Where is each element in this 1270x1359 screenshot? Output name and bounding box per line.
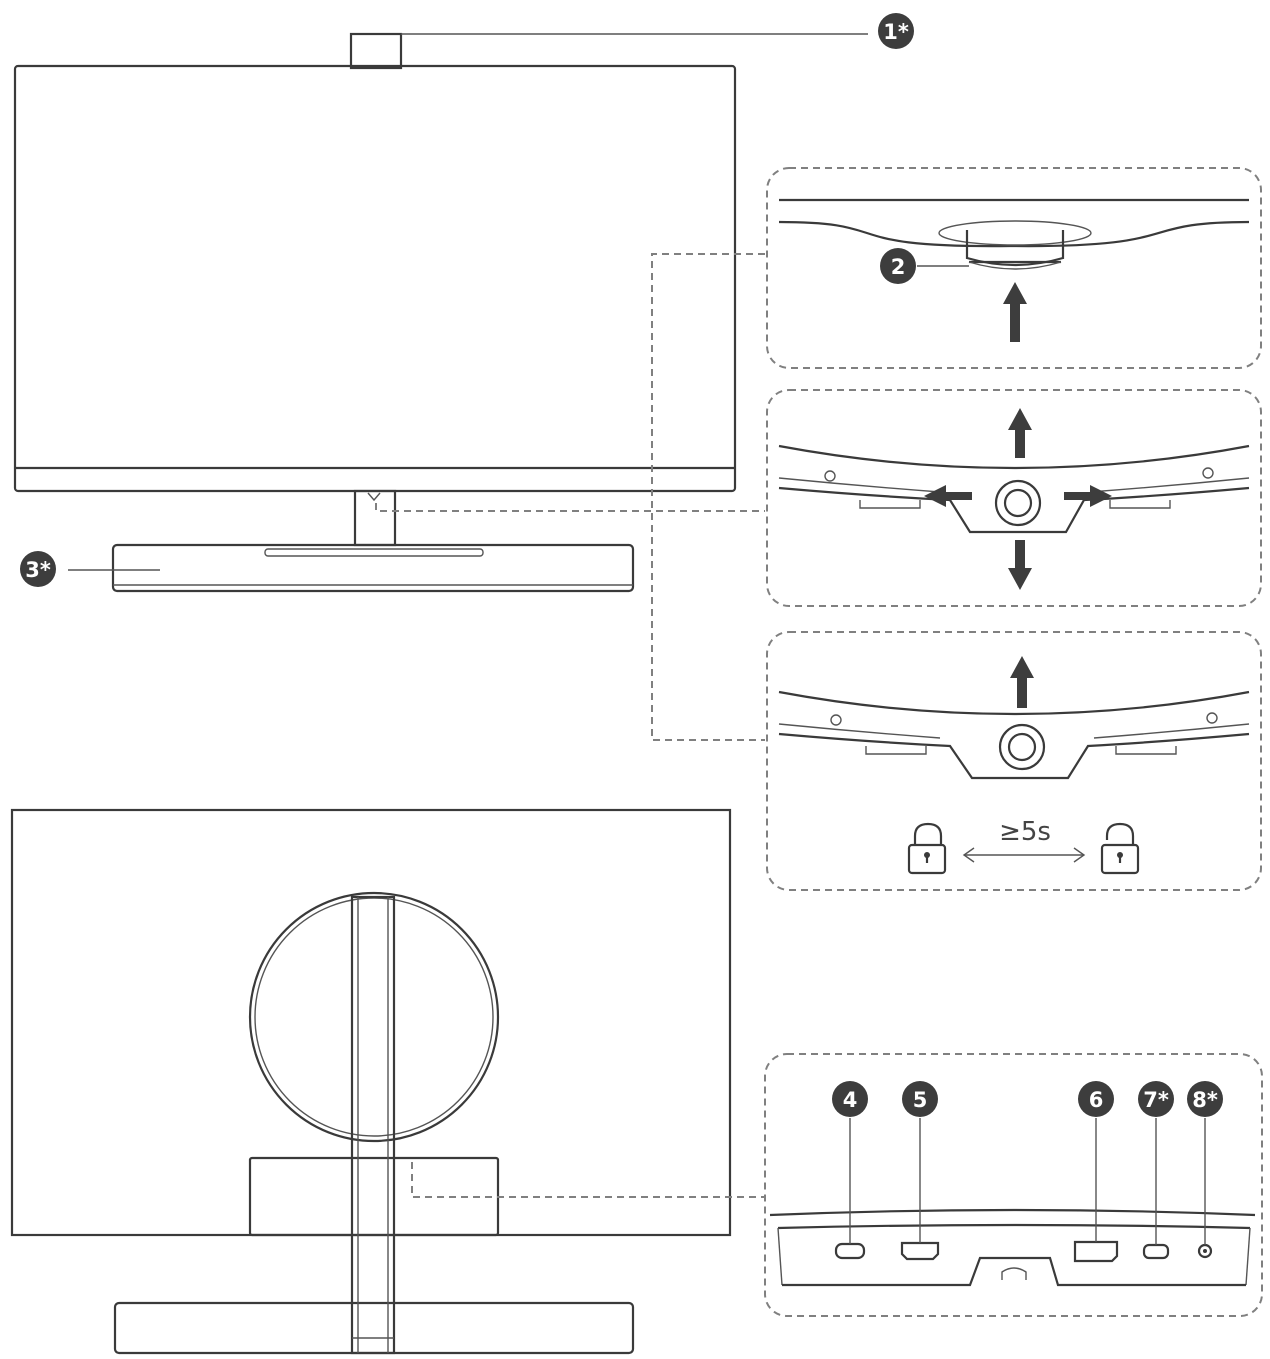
back-screen bbox=[10, 808, 732, 1237]
usb-c-port bbox=[834, 1242, 866, 1260]
detail-joystick-directions bbox=[766, 389, 1262, 607]
detail-camera bbox=[766, 167, 1262, 369]
front-view bbox=[13, 32, 868, 593]
usb-c-port-2 bbox=[1142, 1243, 1170, 1260]
back-ring bbox=[248, 891, 500, 1143]
callout-3: 3* bbox=[20, 551, 56, 587]
leader-joystick bbox=[375, 503, 765, 512]
back-view bbox=[10, 808, 732, 1355]
hold-duration-label: ≥5s bbox=[999, 817, 1051, 847]
unlock-icon bbox=[1100, 822, 1140, 875]
svg-text:8*: 8* bbox=[1192, 1088, 1218, 1112]
back-base bbox=[113, 1301, 635, 1355]
port-cover bbox=[248, 1156, 500, 1237]
callout-6: 6 bbox=[1078, 1081, 1114, 1117]
svg-text:5: 5 bbox=[913, 1088, 928, 1112]
svg-text:2: 2 bbox=[891, 255, 906, 279]
lock-icon bbox=[907, 822, 947, 875]
callout-7: 7* bbox=[1138, 1081, 1174, 1117]
displayport-port bbox=[1073, 1240, 1119, 1263]
popup-camera bbox=[349, 32, 403, 70]
callout-4: 4 bbox=[832, 1081, 868, 1117]
back-stand-column bbox=[350, 895, 396, 1355]
front-screen bbox=[13, 64, 737, 493]
svg-text:3*: 3* bbox=[25, 558, 51, 582]
svg-text:4: 4 bbox=[843, 1088, 858, 1112]
callout-8: 8* bbox=[1187, 1081, 1223, 1117]
detail-lock: ≥5s bbox=[766, 631, 1262, 891]
leader-ports bbox=[411, 1162, 765, 1198]
leader-front-to-details bbox=[651, 253, 765, 741]
callout-1: 1* bbox=[878, 13, 914, 49]
hdmi-port bbox=[900, 1241, 940, 1261]
svg-text:7*: 7* bbox=[1143, 1088, 1169, 1112]
svg-text:1*: 1* bbox=[883, 20, 909, 44]
detail-ports bbox=[764, 1053, 1263, 1317]
callout-5: 5 bbox=[902, 1081, 938, 1117]
double-arrow-icon bbox=[962, 847, 1086, 863]
front-base bbox=[111, 543, 635, 593]
callout-2: 2 bbox=[880, 248, 916, 284]
svg-text:6: 6 bbox=[1089, 1088, 1104, 1112]
